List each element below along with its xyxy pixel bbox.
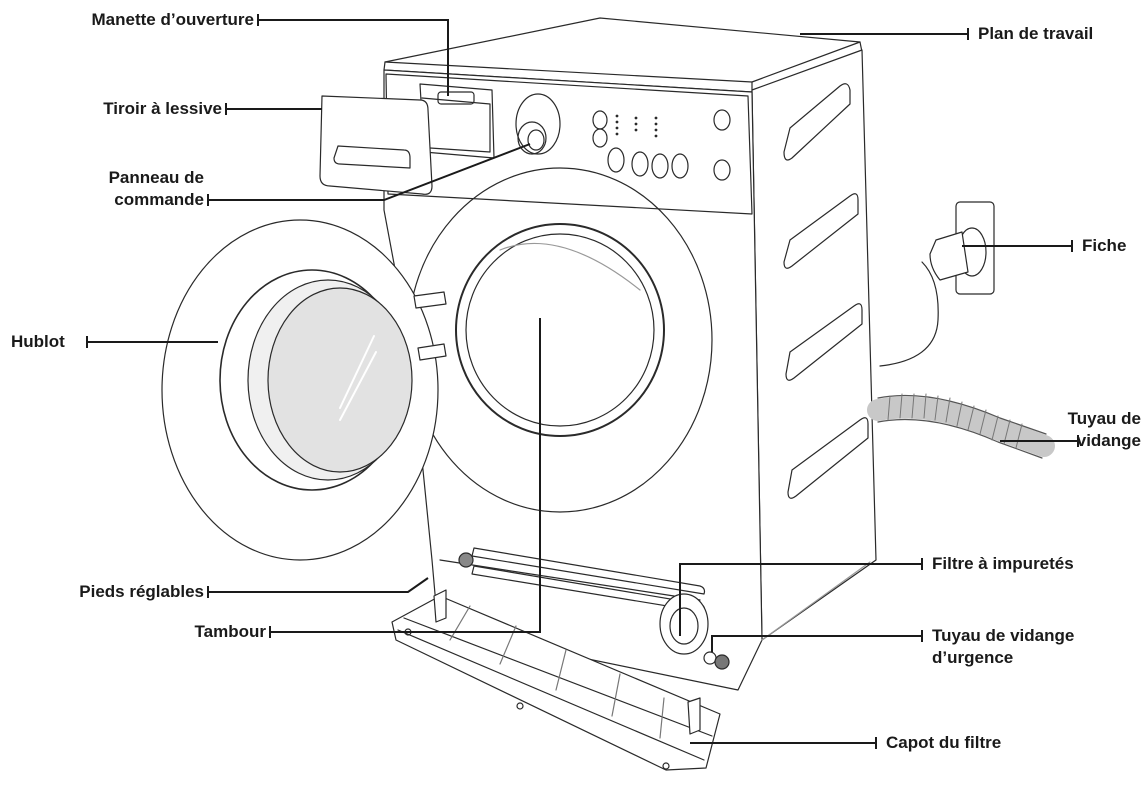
leader-panneau: [208, 143, 531, 201]
label-manette-ouverture: Manette d’ouverture: [91, 10, 254, 29]
detergent-drawer: [319, 91, 491, 195]
label-fiche: Fiche: [1082, 236, 1127, 255]
label-capot-filtre: Capot du filtre: [886, 733, 1002, 752]
door: [161, 219, 447, 561]
front-panel: [383, 69, 763, 691]
side-panel: [751, 49, 877, 641]
label-plan-travail: Plan de travail: [978, 24, 1094, 43]
leader-manette: [258, 19, 449, 96]
label-tuyau-vidange: Tuyau de vidange: [1067, 409, 1141, 450]
label-pieds-reglables: Pieds réglables: [79, 582, 204, 601]
label-hublot: Hublot: [11, 332, 65, 351]
label-tuyau-vidange-urgence: Tuyau de vidange d’urgence: [932, 626, 1075, 667]
label-filtre-impuretes: Filtre à impuretés: [932, 554, 1074, 573]
drain-hose: [867, 393, 1055, 459]
leader-urgence: [711, 635, 922, 652]
callout-lines: [86, 14, 1079, 749]
leader-filtre: [679, 563, 922, 636]
power-cord: [879, 201, 995, 367]
label-tiroir-lessive: Tiroir à lessive: [103, 99, 222, 118]
label-panneau-commande: Panneau de commande: [108, 168, 204, 209]
leader-pieds: [208, 577, 429, 593]
leader-tambour: [270, 318, 541, 633]
worktop: [383, 17, 863, 93]
filter-cover: [391, 589, 721, 771]
label-tambour: Tambour: [194, 622, 266, 641]
